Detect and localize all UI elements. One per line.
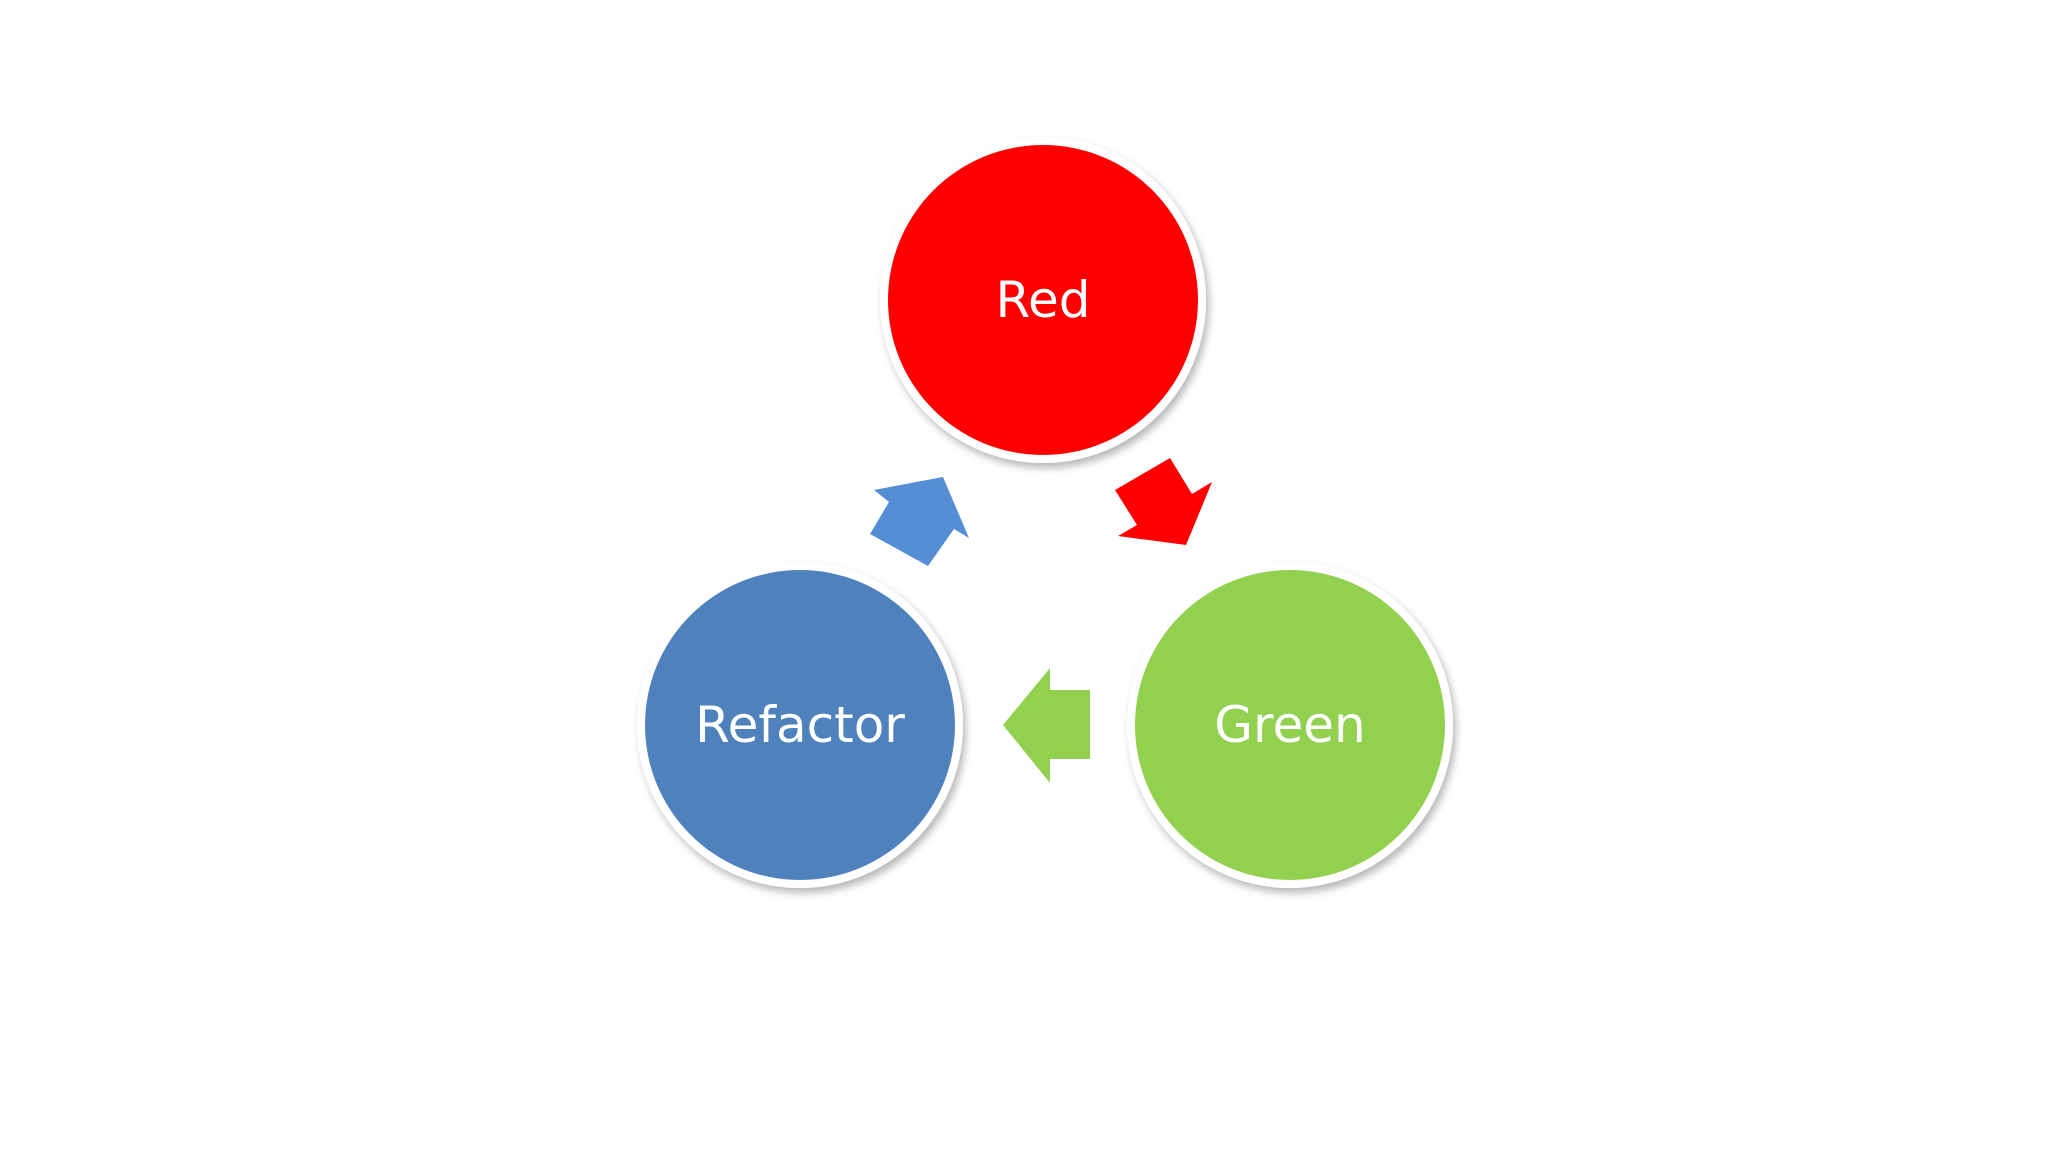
node-red: Red <box>880 137 1206 463</box>
node-red-fill <box>888 145 1198 455</box>
node-refactor-label: Refactor <box>695 696 905 754</box>
node-green-label: Green <box>1214 696 1365 754</box>
node-refactor-fill <box>645 570 955 880</box>
arrow-green-to-refactor <box>1003 668 1090 783</box>
node-green: Green <box>1127 562 1453 888</box>
node-red-label: Red <box>996 271 1091 329</box>
node-green-fill <box>1135 570 1445 880</box>
arrow-refactor-to-red <box>870 477 969 566</box>
arrow-red-to-green <box>1115 458 1212 545</box>
node-refactor: Refactor <box>637 562 963 888</box>
